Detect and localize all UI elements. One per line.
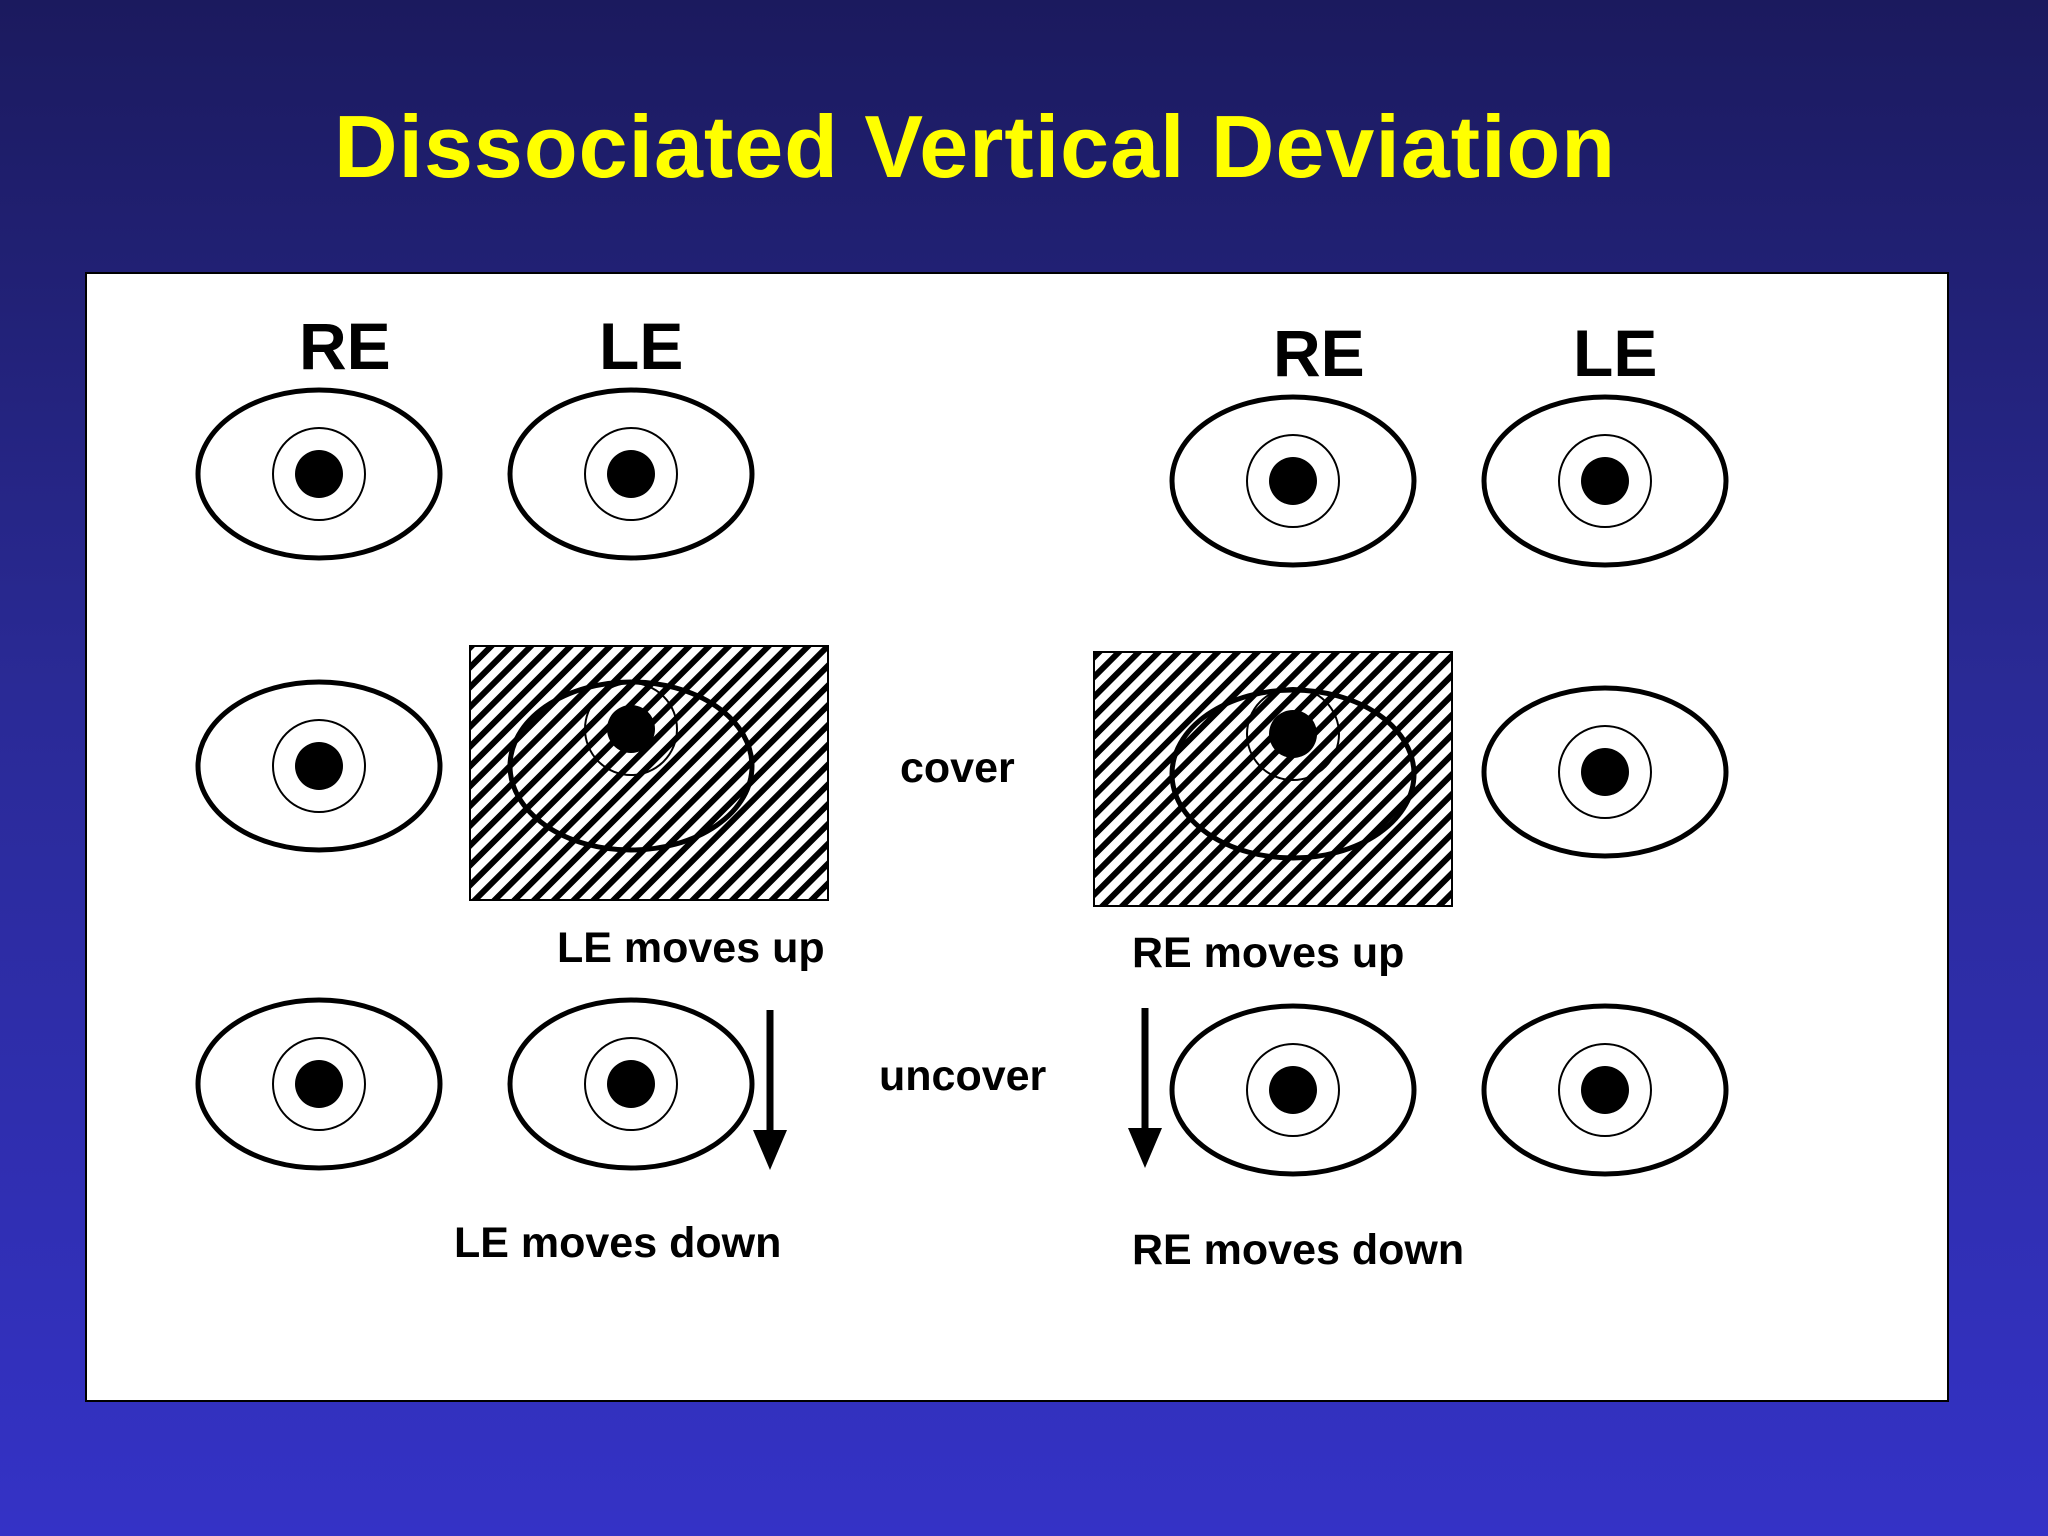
uncover-label: uncover [879, 1052, 1047, 1100]
right-cover-occluder [1093, 651, 1453, 907]
left-cover-occluder [469, 645, 829, 901]
right-row1-le-eye [1481, 394, 1729, 568]
cover-label: cover [900, 744, 1015, 792]
right-le-label: LE [1573, 316, 1658, 390]
left-down-arrow [753, 1010, 787, 1170]
right-down-caption: RE moves down [1132, 1226, 1465, 1274]
left-down-caption: LE moves down [454, 1219, 782, 1267]
right-row2-le-eye [1481, 685, 1729, 859]
right-down-arrow [1128, 1008, 1162, 1168]
left-row1-re-eye [195, 387, 443, 561]
left-row3-re-eye [195, 997, 443, 1171]
left-row2-re-eye [195, 679, 443, 853]
diagram-panel: RE LE RE LE cover uncover LE moves up RE… [85, 272, 1949, 1402]
right-row1-re-eye [1169, 394, 1417, 568]
right-up-caption: RE moves up [1132, 929, 1405, 977]
left-re-label: RE [299, 309, 391, 383]
left-up-caption: LE moves up [557, 924, 825, 972]
right-row3-re-eye [1169, 1003, 1417, 1177]
left-row3-le-eye [507, 997, 755, 1171]
dvd-diagram [195, 387, 1729, 1177]
slide-title: Dissociated Vertical Deviation [333, 97, 1617, 196]
right-row3-le-eye [1481, 1003, 1729, 1177]
left-le-label: LE [599, 309, 684, 383]
left-row1-le-eye [507, 387, 755, 561]
right-re-label: RE [1273, 316, 1365, 390]
